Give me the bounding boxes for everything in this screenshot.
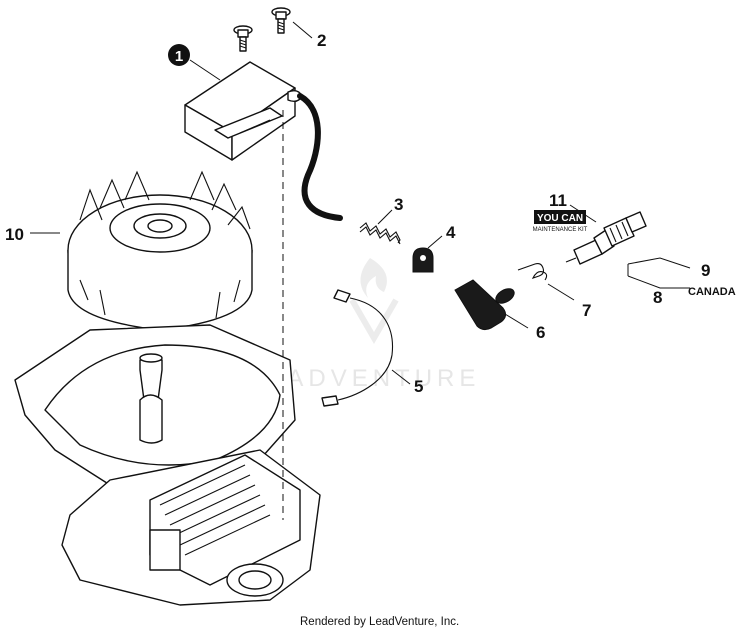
callout-7: 7: [582, 301, 591, 320]
svg-text:1: 1: [175, 48, 183, 65]
spark-plug-boot: [454, 279, 515, 331]
callout-3: 3: [394, 195, 403, 214]
youcan-logo: YOU CAN MAINTENANCE KIT: [533, 210, 588, 233]
callout-9: 9: [701, 261, 710, 280]
ground-wire: [321, 289, 394, 407]
callout-11: 11: [549, 191, 567, 210]
footer-credit: Rendered by LeadVenture, Inc.: [300, 616, 459, 628]
callout-10: 10: [5, 225, 24, 244]
callout-5: 5: [414, 377, 423, 396]
ignition-coil: [184, 61, 343, 221]
callout-8: 8: [653, 288, 662, 307]
spark-plug: [565, 211, 647, 265]
callout-6: 6: [536, 323, 545, 342]
spring-clip: [517, 262, 548, 281]
engine-block: [14, 324, 321, 606]
callout-2: 2: [317, 31, 326, 50]
grommet: [412, 247, 434, 273]
leader-lines: [30, 21, 691, 385]
flywheel: [67, 170, 253, 331]
callout-1: 1: [168, 44, 190, 66]
youcan-logo-text: YOU CAN: [537, 213, 583, 224]
screws: [233, 7, 291, 52]
callout-4: 4: [446, 223, 456, 242]
maintenance-kit-text: MAINTENANCE KIT: [533, 227, 588, 233]
spring: [359, 222, 401, 245]
canada-label: CANADA: [688, 286, 736, 298]
